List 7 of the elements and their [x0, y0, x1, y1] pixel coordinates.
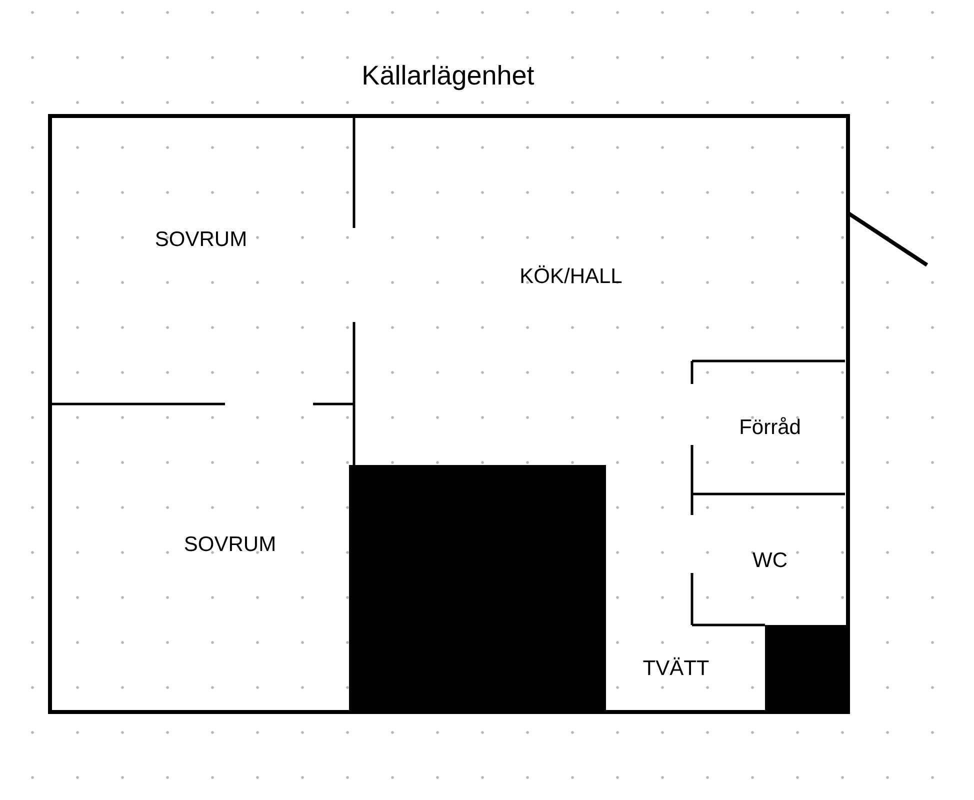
room-label: Förråd: [739, 416, 801, 440]
room-label: SOVRUM: [154, 228, 248, 252]
plan-title: Källarlägenhet: [362, 60, 534, 92]
room-label: WC: [752, 549, 788, 573]
room-label: KÖK/HALL: [520, 265, 622, 289]
room-label: SOVRUM: [184, 533, 276, 557]
room-label: TVÄTT: [642, 657, 710, 681]
